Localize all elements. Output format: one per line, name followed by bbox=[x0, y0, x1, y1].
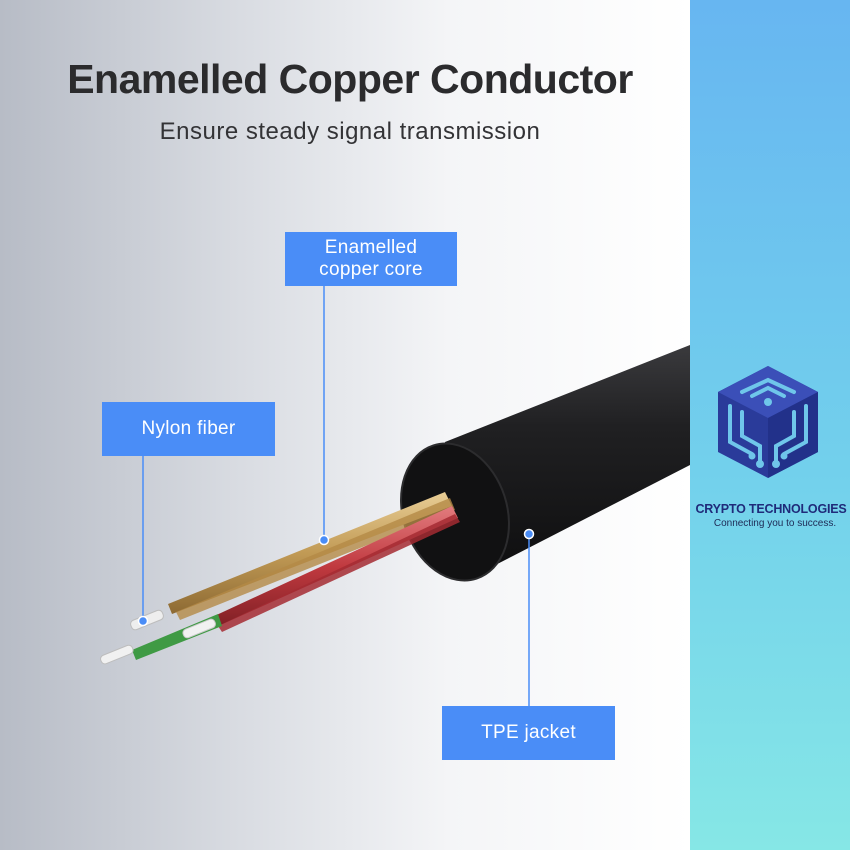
callout-jacket-label: TPE jacket bbox=[481, 722, 576, 743]
page-title: Enamelled Copper Conductor bbox=[67, 56, 633, 102]
cube-logo-icon bbox=[718, 366, 818, 478]
brand-name: CRYPTO TECHNOLOGIES bbox=[695, 502, 847, 516]
nylon-fiber-tip-2 bbox=[100, 644, 134, 665]
crypto-cube-logo bbox=[712, 362, 824, 482]
product-panel: Enamelled Copper Conductor Ensure steady… bbox=[0, 0, 690, 850]
callout-nylon-fiber: Nylon fiber bbox=[102, 402, 275, 456]
copper-strands bbox=[168, 492, 455, 620]
cable-illustration bbox=[100, 286, 690, 706]
nylon-fiber-tip-3 bbox=[182, 618, 216, 639]
callout-nylon-label: Nylon fiber bbox=[141, 418, 236, 439]
page-subtitle: Ensure steady signal transmission bbox=[159, 118, 541, 145]
callout-tpe-jacket: TPE jacket bbox=[442, 706, 615, 760]
callout-enamelled-copper-core: Enamelled copper core bbox=[285, 232, 457, 286]
brand-tagline: Connecting you to success. bbox=[713, 518, 837, 529]
leader-dot-jacket bbox=[523, 528, 535, 540]
red-strands bbox=[210, 506, 460, 632]
leader-dot-core bbox=[318, 534, 330, 546]
leader-dot-nylon bbox=[137, 615, 149, 627]
callout-core-label: Enamelled copper core bbox=[319, 237, 423, 280]
